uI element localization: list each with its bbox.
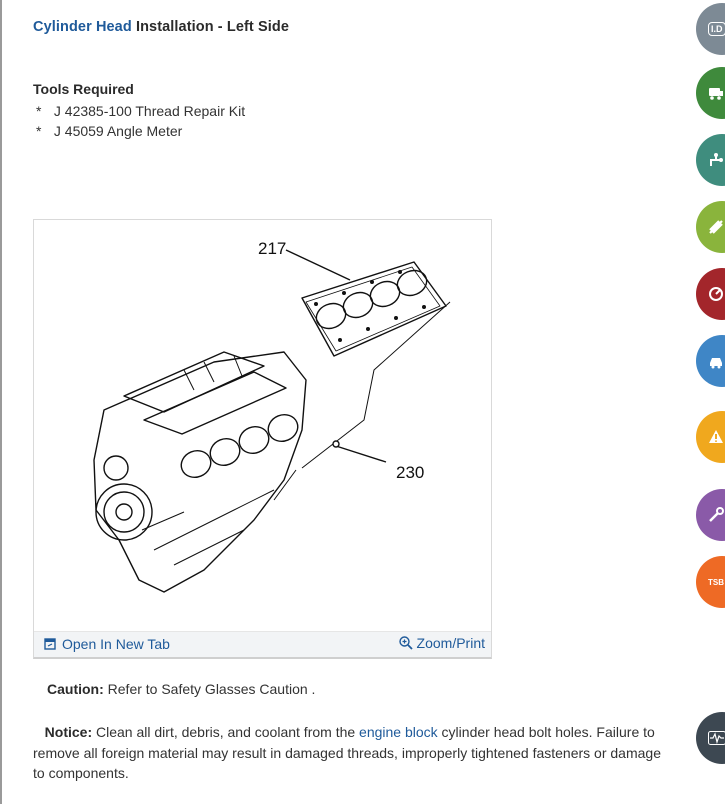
tool-text: J 42385-100 Thread Repair Kit — [53, 103, 246, 119]
zoom-print-label: Zoom/Print — [416, 635, 485, 651]
engine-block-link[interactable]: engine block — [359, 724, 438, 740]
parts-icon — [709, 220, 723, 234]
side-button-vehicle[interactable] — [696, 67, 725, 119]
waveform-icon — [708, 731, 725, 745]
tool-text: J 45059 Angle Meter — [53, 123, 183, 139]
zoom-print-button[interactable]: Zoom/Print — [398, 635, 485, 651]
left-border — [0, 0, 2, 804]
side-button-parts[interactable] — [696, 201, 725, 253]
figure-frame: 217 230 Open In New Tab Zoom/Print — [33, 219, 492, 659]
notice-label: Notice: — [44, 724, 93, 740]
notice-body-end: cylinder head bolt holes. Failure to rem… — [33, 724, 661, 781]
title-rest: Installation - Left Side — [131, 19, 289, 35]
figure-toolbar: Open In New Tab Zoom/Print — [34, 631, 491, 657]
caution-body: Refer to Safety Glasses Caution . — [103, 681, 316, 697]
diagnostics-icon — [709, 287, 723, 301]
side-button-tools[interactable] — [696, 489, 725, 541]
side-button-warning[interactable] — [696, 411, 725, 463]
callout-230: 230 — [396, 463, 424, 482]
caution-text: Caution: Refer to Safety Glasses Caution… — [47, 681, 315, 697]
open-tab-icon — [44, 638, 56, 650]
tool-item: * J 42385-100 Thread Repair Kit — [36, 101, 245, 121]
tools-list: * J 42385-100 Thread Repair Kit * J 4505… — [36, 101, 245, 141]
vehicle-icon — [709, 88, 723, 100]
engine-diagram: 217 230 — [93, 239, 451, 593]
side-button-car-service[interactable] — [696, 335, 725, 387]
open-tab-label: Open In New Tab — [62, 636, 170, 652]
tsb-icon: TSB — [708, 577, 724, 587]
caution-label: Caution: — [47, 681, 104, 697]
warning-icon — [709, 430, 723, 443]
bullet: * — [36, 123, 42, 139]
side-button-wiring[interactable] — [696, 134, 725, 186]
notice-body-start: Clean all dirt, debris, and coolant from… — [92, 724, 360, 740]
zoom-in-icon — [398, 636, 413, 650]
side-button-tsb[interactable]: TSB — [696, 556, 725, 608]
tools-icon — [709, 507, 724, 522]
wiring-icon — [710, 153, 723, 166]
side-button-waveform[interactable] — [696, 712, 725, 764]
notice-text: Notice: Clean all dirt, debris, and cool… — [33, 722, 673, 784]
callout-217: 217 — [258, 239, 286, 258]
side-button-diagnostics[interactable] — [696, 268, 725, 320]
side-button-id[interactable]: I.D — [696, 3, 725, 55]
car-service-icon — [710, 358, 722, 369]
tool-item: * J 45059 Angle Meter — [36, 121, 245, 141]
tools-heading: Tools Required — [33, 81, 134, 97]
page-title: Cylinder Head Installation - Left Side — [33, 19, 289, 35]
title-highlight: Cylinder Head — [33, 19, 132, 35]
id-icon: I.D — [708, 22, 725, 36]
open-new-tab-button[interactable]: Open In New Tab — [44, 636, 170, 652]
bullet: * — [36, 103, 42, 119]
